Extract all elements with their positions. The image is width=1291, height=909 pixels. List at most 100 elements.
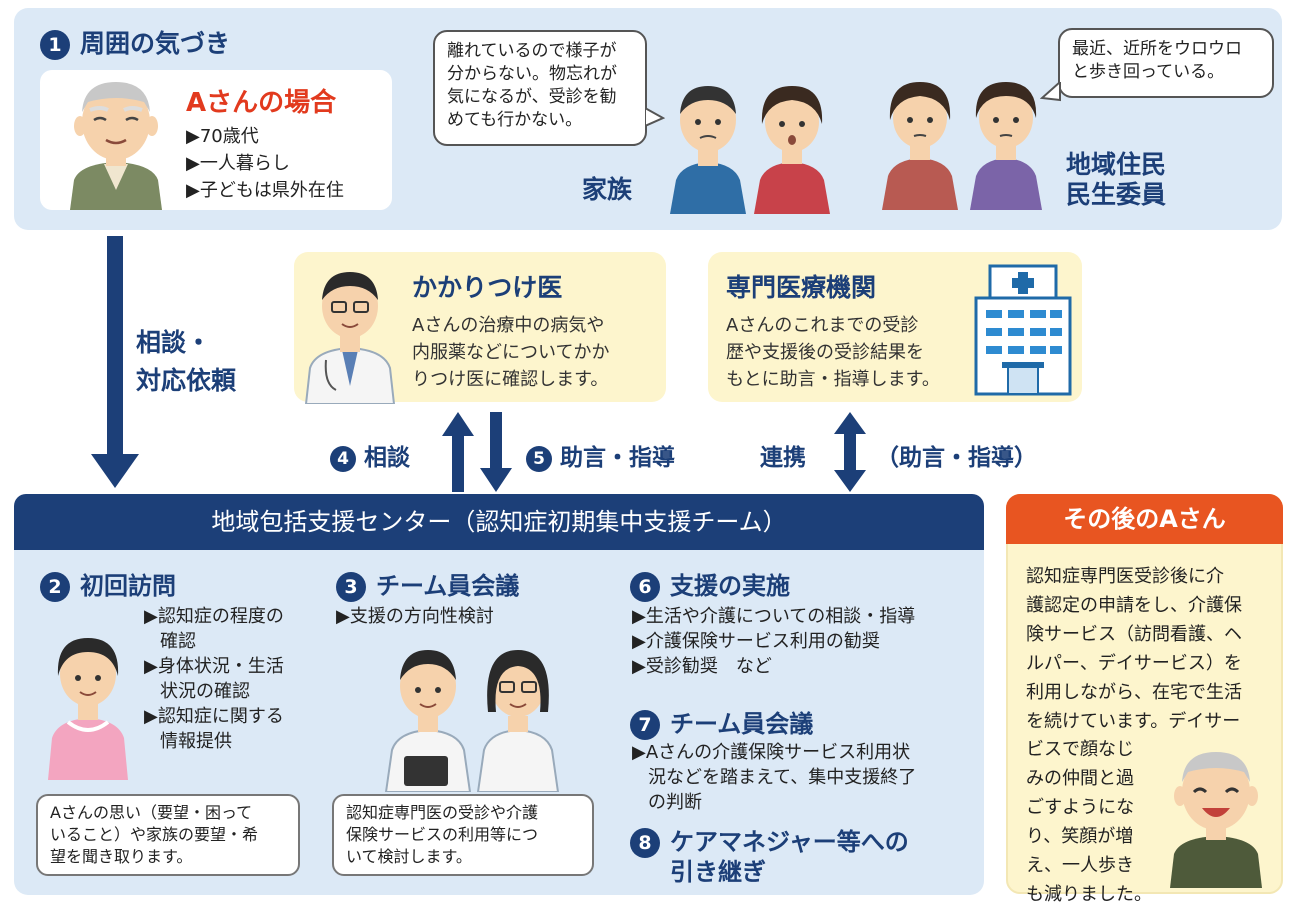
step-item: 確認 <box>160 631 196 652</box>
step-number-badge: 4 <box>330 445 356 472</box>
step5-text: 助言・指導 <box>560 445 675 471</box>
step-item: ▶生活や介護についての相談・指導 <box>632 606 916 627</box>
after-line: え、一人歩き <box>1026 855 1134 876</box>
bubble-tail <box>645 108 665 128</box>
after-line: みの仲間と過 <box>1026 768 1134 789</box>
step-item: 情報提供 <box>160 731 232 752</box>
flow-arrow-shaft <box>107 236 123 460</box>
link-advice-label: （助言・指導） <box>876 445 1037 471</box>
step7-heading: 7 チーム員会議 <box>630 704 813 740</box>
specialist-hospital-text: Aさんのこれまでの受診 歴や支援後の受診結果を もとに助言・指導します。 <box>726 312 940 393</box>
bubble-line: めても行かない。 <box>447 110 583 130</box>
after-line: を続けています。デイサー <box>1026 711 1241 732</box>
step-item: ▶Aさんの介護保険サービス利用状 <box>632 742 911 763</box>
step-item: ▶受診勧奨 など <box>632 656 772 677</box>
family-doctor-title: かかりつけ医 <box>412 273 563 302</box>
step-item: 状況の確認 <box>160 681 250 702</box>
step8-title-line: 引き継ぎ <box>670 858 766 886</box>
step2-heading: 2 初回訪問 <box>40 566 176 602</box>
bubble-line: 気になるが、受診を勧 <box>447 87 617 107</box>
residents-label-line: 民生委員 <box>1066 180 1167 209</box>
support-center-title: 地域包括支援センター（認知症初期集中支援チーム） <box>211 508 787 536</box>
after-line: 険サービス（訪問看護、ヘ <box>1026 624 1242 645</box>
after-line: り、笑顔が増 <box>1026 826 1134 847</box>
card-line: 内服薬などについてかか <box>412 342 610 363</box>
bubble-line: と歩き回っている。 <box>1072 62 1225 82</box>
step3-heading: 3 チーム員会議 <box>336 566 519 602</box>
step6-items: ▶生活や介護についての相談・指導 ▶介護保険サービス利用の勧奨 ▶受診勧奨 など <box>632 604 915 679</box>
card-line: もとに助言・指導します。 <box>726 369 940 390</box>
after-line: ごすようにな <box>1026 797 1135 818</box>
consult-label-line: 対応依頼 <box>136 366 237 395</box>
step3-title: チーム員会議 <box>376 572 520 600</box>
note-line: Aさんの思い（要望・困って <box>50 803 253 822</box>
bidirectional-arrow <box>834 412 866 492</box>
elderly-man-icon <box>70 82 162 210</box>
residents-label-line: 地域住民 <box>1066 150 1167 179</box>
step2-note: Aさんの思い（要望・困って いること）や家族の要望・希 望を聞き取ります。 <box>36 794 300 876</box>
step3-items: ▶支援の方向性検討 <box>336 604 494 629</box>
profile-item: ▶70歳代 <box>186 126 259 147</box>
after-line: 認知症専門医受診後に介 <box>1026 566 1224 587</box>
up-down-arrows <box>442 412 512 492</box>
note-line: いること）や家族の要望・希 <box>50 825 259 844</box>
step-number-badge: 7 <box>630 710 660 740</box>
note-line: 認知症専門医の受診や介護 <box>346 803 539 822</box>
step2-items: ▶認知症の程度の 確認 ▶身体状況・生活 状況の確認 ▶認知症に関する 情報提供 <box>144 604 284 754</box>
doctor-icon <box>304 272 396 404</box>
aftermath-title: その後のAさん <box>1006 494 1283 544</box>
nurse-icon <box>48 638 128 780</box>
aftermath-panel <box>1006 494 1283 894</box>
after-line: ルパー、デイサービス）を <box>1026 653 1242 674</box>
family-speech-bubble: 離れているので様子が 分からない。物忘れが 気になるが、受診を勧 めても行かない… <box>433 30 647 146</box>
step6-heading: 6 支援の実施 <box>630 566 790 602</box>
step-number-badge: 1 <box>40 30 70 60</box>
profile-item: ▶子どもは県外在住 <box>186 180 344 201</box>
family-people-icon <box>670 86 830 214</box>
residents-people-icon <box>882 82 1042 210</box>
bubble-line: 分からない。物忘れが <box>447 64 617 84</box>
residents-label: 地域住民 民生委員 <box>1066 150 1166 210</box>
after-line: ビスで顔なじ <box>1026 739 1134 760</box>
step3-note: 認知症専門医の受診や介護 保険サービスの利用等につ いて検討します。 <box>332 794 594 876</box>
step8-title-line: ケアマネジャー等への <box>670 828 909 856</box>
step-item: ▶支援の方向性検討 <box>336 606 494 627</box>
aftermath-text: 認知症専門医受診後に介 護認定の申請をし、介護保 険サービス（訪問看護、ヘ ルパ… <box>1026 562 1242 736</box>
step-item: ▶身体状況・生活 <box>144 656 284 677</box>
flow-arrow-head <box>91 454 139 488</box>
step-item: ▶認知症に関する <box>144 706 284 727</box>
team-members-icon <box>384 650 560 792</box>
step-number-badge: 6 <box>630 572 660 602</box>
support-center-header <box>14 494 984 550</box>
note-line: 保険サービスの利用等につ <box>346 825 539 844</box>
card-line: りつけ医に確認します。 <box>412 369 609 390</box>
step2-title: 初回訪問 <box>80 572 176 600</box>
link-label: 連携 <box>760 445 806 471</box>
family-label: 家族 <box>582 175 633 204</box>
bubble-line: 離れているので様子が <box>447 41 617 61</box>
consult-label-line: 相談・ <box>136 328 212 357</box>
step4-text: 相談 <box>364 445 410 471</box>
step-number-badge: 8 <box>630 828 660 858</box>
bubble-line: 最近、近所をウロウロ <box>1072 39 1242 59</box>
after-line: 利用しながら、在宅で生活 <box>1026 682 1242 703</box>
step-number-badge: 3 <box>336 572 366 602</box>
card-line: Aさんの治療中の病気や <box>412 315 605 336</box>
neighbor-speech-bubble: 最近、近所をウロウロ と歩き回っている。 <box>1058 28 1274 98</box>
aftermath-text-continued: ビスで顔なじ みの仲間と過 ごすようにな り、笑顔が増 え、一人歩き も減りまし… <box>1026 735 1152 909</box>
profile-item: ▶一人暮らし <box>186 153 290 174</box>
note-line: 望を聞き取ります。 <box>50 847 193 866</box>
step-item: の判断 <box>648 792 702 813</box>
step8-heading: 8 ケアマネジャー等への 引き継ぎ <box>630 828 909 886</box>
smiling-elderly-man-icon <box>1170 752 1262 888</box>
profile-title: Aさんの場合 <box>186 88 337 118</box>
step7-title: チーム員会議 <box>670 710 814 738</box>
after-line: 護認定の申請をし、介護保 <box>1026 595 1242 616</box>
step-number-badge: 2 <box>40 572 70 602</box>
step7-items: ▶Aさんの介護保険サービス利用状 況などを踏まえて、集中支援終了 の判断 <box>632 740 916 815</box>
step6-title: 支援の実施 <box>670 572 790 600</box>
step-item: 況などを踏まえて、集中支援終了 <box>648 767 917 788</box>
consult-request-label: 相談・ 対応依頼 <box>136 324 236 400</box>
